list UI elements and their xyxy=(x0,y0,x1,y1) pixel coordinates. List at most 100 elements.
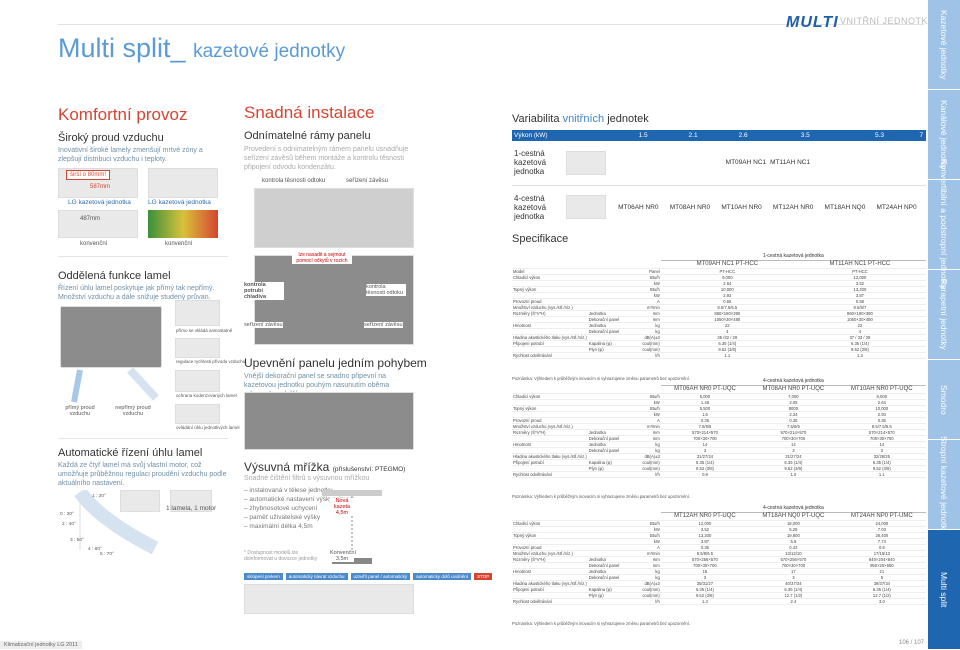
table-cell: Rychlost odvětrávání xyxy=(512,598,588,605)
table-cell: mm xyxy=(632,556,661,563)
table-cell xyxy=(587,280,633,287)
table-cell: kg xyxy=(632,322,661,329)
table-cell xyxy=(512,562,588,569)
cassette-4way-image xyxy=(566,195,606,220)
sidebar-item-5[interactable]: Stropní kazetové jednotky xyxy=(928,436,960,533)
table-cell: 0.58 xyxy=(793,298,926,305)
thermal-image xyxy=(148,210,218,238)
table-cell: 0.35 xyxy=(837,417,926,424)
table-cell: 6.35 (1/4) xyxy=(660,586,750,593)
table-cell: 0.35 xyxy=(749,417,838,424)
table-cell: 3 xyxy=(837,447,926,454)
table-cell: l/h xyxy=(632,471,661,478)
table-cell: PT-HCC xyxy=(660,268,794,275)
table-cell: 570×256×570 xyxy=(749,556,838,563)
grill-bullet-text: paměť uživatelské výšky xyxy=(249,514,321,521)
spec-model-name: MT18AH NQ0 PT-UQC xyxy=(749,512,838,521)
sidebar-item-3[interactable]: Parapetní jednotky xyxy=(928,270,960,360)
sidebar-item-4[interactable]: Smodro xyxy=(928,360,960,440)
table-cell: 1.3 xyxy=(660,598,750,605)
table-cell: Připojení potrubí xyxy=(512,586,588,593)
lg-cassette-label-1: LG kazetová jednotka xyxy=(68,199,131,206)
table-cell: 5,000 xyxy=(660,393,750,400)
sidebar-item-0[interactable]: Kazetové jednotky xyxy=(928,0,960,90)
motor-image-1 xyxy=(120,490,160,512)
table-cell: 9,000 xyxy=(837,393,926,400)
table-cell: 3.0 xyxy=(837,598,926,605)
table-cell: 9.52 (3/8) xyxy=(660,592,750,599)
table-cell: Dekorační panel xyxy=(587,574,633,581)
sidebar-item-2[interactable]: Konvertibilní a podstropní jednotky xyxy=(928,159,960,290)
angle-label: 2 : 40° xyxy=(62,522,76,527)
motor-label: 1 lamela, 1 motor xyxy=(166,505,217,512)
spec-note: Poznámka: Výhledem k průběžným inovacím … xyxy=(512,376,691,381)
sidebar-item-6[interactable]: Multi split xyxy=(928,530,960,650)
table-cell: Panel xyxy=(632,268,661,275)
table-cell xyxy=(512,316,588,323)
table-cell: Btu/h xyxy=(632,286,661,293)
table-cell: m³/min xyxy=(632,304,661,311)
table-cell: 1.6 xyxy=(660,411,750,418)
wide-air-title: Široký proud vzduchu xyxy=(58,132,164,144)
model-mt11: MT11AH NC1 xyxy=(770,159,811,167)
frame-title: Odnímatelné rámy panelu xyxy=(244,130,371,142)
angle-label: 3 : 50° xyxy=(70,538,84,543)
table-cell: dB(A)±3 xyxy=(632,453,661,460)
table-cell: mm xyxy=(632,562,661,569)
table-cell: 31/27/24 xyxy=(660,453,750,460)
table-cell: A xyxy=(632,298,661,305)
flow-step: automatický návrat vzduchu xyxy=(285,573,348,580)
table-cell: 7.03 xyxy=(837,526,926,533)
table-cell: 35/31/27 xyxy=(660,580,750,587)
table-cell: 2.34 xyxy=(749,411,838,418)
separate-louver-title: Oddělená funkce lamel xyxy=(58,270,171,282)
table-cell: 7.5/6/5 xyxy=(749,423,838,430)
auto-louver-text: Každá ze čtyř lamel má svůj vlastní moto… xyxy=(58,462,227,487)
table-cell: 0.8 xyxy=(660,471,750,478)
brand-subtitle: VNITŘNÍ JEDNOTKY xyxy=(840,16,935,26)
table-cell: 8.5/7.5/6.5 xyxy=(837,423,926,430)
table-cell: 570×256×570 xyxy=(660,556,750,563)
table-cell: mm xyxy=(632,435,661,442)
table-cell: 24,000 xyxy=(837,520,926,527)
indirect-flow-label: nepřímý proud vzduchu xyxy=(115,405,151,417)
label-hanger-adjust-2: seřízení závěsu xyxy=(244,322,283,328)
table-cell: 10,000 xyxy=(660,286,794,293)
table-cell: Hmotnost xyxy=(512,322,588,329)
table-cell xyxy=(512,280,588,287)
table-cell: 2.64 xyxy=(660,280,794,287)
table-cell: 19,800 xyxy=(749,532,838,539)
table-cell: 3.52 xyxy=(660,526,750,533)
table-cell: 6.35 (1/4) xyxy=(749,586,838,593)
spec-model-name: MT10AH NR0 PT-UQC xyxy=(837,385,926,394)
sidebar-item-1[interactable]: Kanálové jednotky xyxy=(928,90,960,180)
table-cell: 1050×30×480 xyxy=(660,316,794,323)
table-cell xyxy=(587,580,633,587)
table-cell: 700×30×700 xyxy=(837,435,926,442)
table-cell: 31/27/24 xyxy=(749,453,838,460)
table-cell: 2.93 xyxy=(837,411,926,418)
table-cell: 1.0 xyxy=(749,471,838,478)
table-cell: mm xyxy=(632,316,661,323)
table-cell: 6.35 (1/4) xyxy=(660,340,794,347)
table-cell: 0.35 xyxy=(660,544,750,551)
table-cell: 32/28/25 xyxy=(837,453,926,460)
table-cell: 3.52 xyxy=(793,280,926,287)
table-cell: 1.1 xyxy=(660,352,794,359)
divider xyxy=(58,256,228,257)
table-cell: Množství vzduchu (vys./stř./níz.) xyxy=(512,423,588,430)
table-row: Hladina akustického tlaku (vys./stř./níz… xyxy=(512,453,926,460)
capacity-header: 1.5 xyxy=(618,130,669,141)
table-cell xyxy=(587,411,633,418)
motor-image-2 xyxy=(170,490,212,512)
conventional-label-1: konvenční xyxy=(80,241,108,247)
brand-logo: MULTI xyxy=(786,14,839,31)
table-cell: kW xyxy=(632,292,661,299)
table-cell xyxy=(512,592,588,599)
